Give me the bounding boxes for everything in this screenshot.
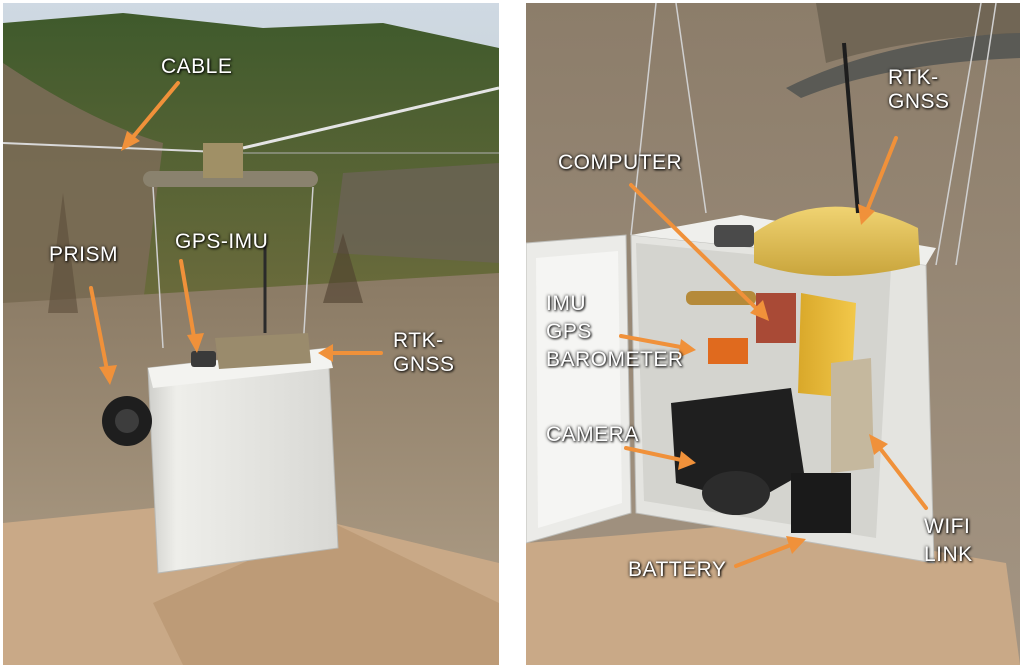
label-wifi: WIFI	[924, 515, 971, 538]
label-camera: CAMERA	[546, 423, 639, 446]
right-scene-illustration	[526, 3, 1020, 665]
label-rtk-gnss-line1: RTK-	[888, 66, 939, 89]
label-rtk-gnss-line1: RTK-	[393, 329, 444, 352]
bare-tree	[323, 233, 363, 303]
road	[786, 33, 1020, 98]
label-prism: PRISM	[49, 243, 119, 266]
annotation-arrows	[619, 136, 928, 568]
trolley-pulley	[203, 143, 243, 178]
label-rtk-gnss: RTK- GNSS	[393, 329, 455, 377]
label-rtk-gnss-line2: GNSS	[393, 353, 455, 376]
main-cable-right	[242, 86, 499, 150]
label-imu-gps-barometer: IMU GPS BAROMETER	[546, 290, 684, 374]
camera-body	[671, 388, 804, 503]
label-battery: BATTERY	[628, 558, 727, 581]
trolley-bar	[143, 171, 318, 187]
arrow-heads	[99, 131, 333, 385]
hanger-wire	[152, 186, 164, 349]
label-rtk-gnss-line2: GNSS	[888, 90, 950, 113]
label-cable: CABLE	[161, 55, 233, 78]
left-scene-illustration	[3, 3, 499, 665]
terraces	[333, 163, 499, 263]
rtk-gnss-antenna	[754, 206, 920, 277]
cardboard-sheet	[526, 523, 1020, 665]
right-photo-panel: RTK- GNSS COMPUTER IMU GPS BAROMETER CAM…	[526, 3, 1020, 665]
wifi-antenna-base	[714, 225, 754, 247]
label-barometer: BAROMETER	[546, 348, 684, 371]
label-gps-imu: GPS-IMU	[175, 230, 269, 253]
label-link: LINK	[924, 543, 973, 566]
arrow-heads	[678, 204, 888, 554]
gnss-antenna	[215, 333, 311, 369]
rocky-slope	[3, 63, 163, 303]
annotation-arrows	[89, 81, 383, 377]
imu-unit	[708, 338, 748, 364]
label-gps: GPS	[546, 320, 592, 343]
battery	[791, 473, 851, 533]
cardboard-shadow	[153, 523, 499, 665]
wifi-link-module	[831, 358, 874, 473]
camera-lens	[702, 471, 770, 515]
radio-antenna	[842, 42, 860, 214]
hanger-wire	[302, 186, 314, 349]
label-imu: IMU	[546, 292, 586, 315]
left-photo-panel: CABLE PRISM GPS-IMU RTK- GNSS	[3, 3, 499, 665]
brass-tube	[686, 291, 756, 305]
label-wifi-link: WIFI LINK	[924, 513, 973, 569]
gps-imu-unit	[191, 351, 216, 367]
bare-tree	[48, 193, 78, 313]
label-computer: COMPUTER	[558, 151, 683, 174]
label-rtk-gnss: RTK- GNSS	[888, 66, 950, 114]
